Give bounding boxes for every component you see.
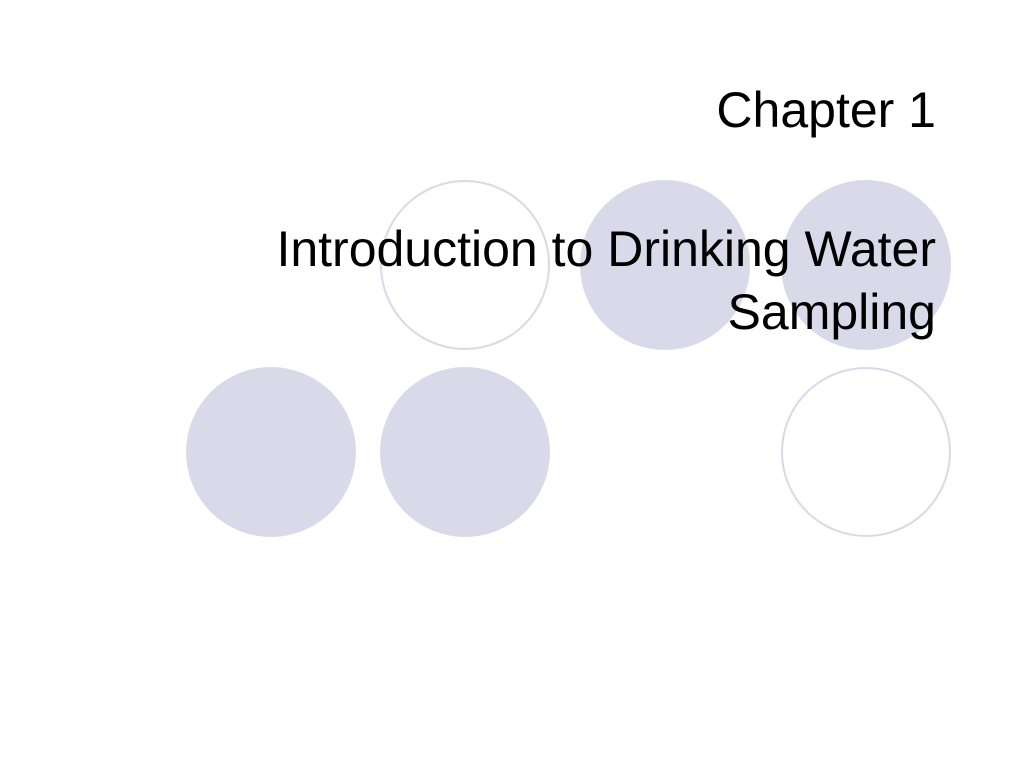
decorative-circle-filled	[186, 367, 356, 537]
decorative-circle-filled	[380, 367, 550, 537]
slide-title: Chapter 1	[716, 82, 936, 138]
decorative-circle-filled	[580, 180, 750, 350]
slide-subtitle: Introduction to Drinking Water Sampling	[276, 221, 936, 340]
decorative-circle-outline	[781, 367, 951, 537]
decorative-circle-filled	[781, 180, 951, 350]
decorative-circle-outline	[380, 180, 550, 350]
